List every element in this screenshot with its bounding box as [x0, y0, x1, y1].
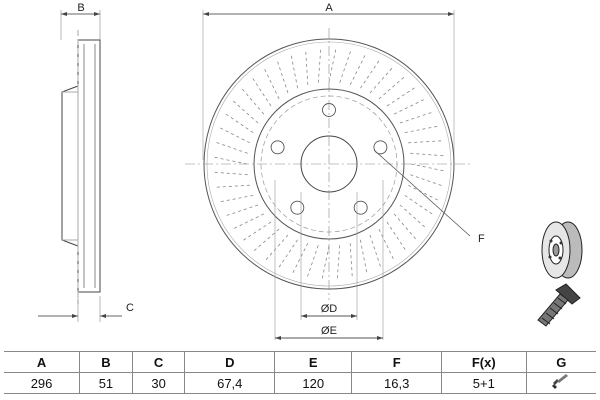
header-c: C — [131, 351, 185, 373]
vent-slot — [408, 140, 443, 144]
vent-slot — [251, 76, 272, 107]
vent-slot — [317, 48, 322, 83]
vent-slot — [393, 98, 426, 115]
vent-slot — [410, 152, 445, 157]
spec-value-row: 296 51 30 67,4 120 16,3 5+1 — [4, 372, 596, 394]
vent-slot — [336, 245, 341, 280]
vent-slot — [290, 54, 298, 89]
dim-label-b: B — [77, 2, 84, 14]
vent-slot — [225, 204, 259, 217]
bolt-hole — [270, 140, 285, 155]
value-b: 51 — [79, 372, 133, 394]
vent-slot — [321, 245, 330, 280]
value-c: 30 — [131, 372, 185, 394]
vent-slot — [213, 156, 248, 165]
technical-drawing: B C A — [38, 2, 583, 340]
spec-table: A B C D E F F(x) G 296 51 30 67,4 120 16… — [4, 351, 596, 394]
vent-slot — [231, 99, 259, 124]
vent-slot — [378, 228, 395, 261]
header-a: A — [4, 351, 80, 373]
vent-slot — [393, 213, 417, 241]
vent-slot — [219, 195, 254, 203]
vent-slot — [241, 221, 272, 242]
vent-slot — [276, 60, 289, 94]
screw-icon — [552, 373, 569, 389]
vent-slot — [360, 239, 368, 274]
dim-label-e: ØE — [321, 325, 337, 337]
screw-icon — [537, 283, 581, 327]
value-g — [525, 372, 596, 394]
side-view — [38, 10, 122, 322]
header-e: E — [274, 351, 352, 373]
vent-slot — [360, 59, 381, 89]
vent-slot — [404, 125, 439, 133]
vent-slot — [386, 221, 407, 252]
vent-slot — [306, 245, 319, 279]
vent-slot — [378, 76, 406, 100]
vent-slot — [369, 234, 382, 268]
header-d: D — [184, 351, 275, 373]
vent-slot — [410, 174, 444, 187]
vent-slot — [399, 111, 433, 124]
vent-slot — [349, 243, 353, 278]
vent-slot — [291, 243, 309, 275]
vent-slot — [328, 48, 337, 83]
vent-slot — [410, 163, 445, 172]
front-view — [185, 10, 471, 340]
vent-slot — [213, 171, 248, 176]
vent-slot — [305, 50, 309, 85]
vent-slot — [232, 213, 265, 230]
bolt-hole — [353, 200, 368, 215]
vent-slot — [408, 184, 440, 202]
dim-label-d: ØD — [321, 303, 338, 315]
vent-slot — [349, 53, 367, 85]
brake-disc-icon — [541, 221, 583, 279]
value-e: 120 — [274, 372, 352, 394]
vent-slot — [241, 87, 265, 115]
value-fx: 5+1 — [440, 372, 527, 394]
vent-slot — [277, 239, 298, 269]
header-g: G — [525, 351, 596, 373]
vent-slot — [339, 49, 352, 83]
dim-label-f: F — [478, 233, 485, 245]
bolt-hole — [373, 140, 388, 155]
header-f: F — [351, 351, 442, 373]
header-fx: F(x) — [440, 351, 527, 373]
vent-slot — [214, 141, 248, 154]
vent-slot — [369, 66, 394, 94]
value-f: 16,3 — [351, 372, 442, 394]
header-b: B — [79, 351, 133, 373]
value-d: 67,4 — [184, 372, 275, 394]
vent-slot — [264, 234, 289, 262]
dim-label-a: A — [325, 2, 333, 14]
vent-slot — [218, 126, 250, 144]
dim-label-c: C — [126, 302, 134, 314]
vent-slot — [224, 112, 254, 133]
vent-slot — [386, 86, 417, 107]
vent-slot — [263, 67, 280, 100]
bolt-hole — [290, 200, 305, 215]
value-a: 296 — [4, 372, 80, 394]
vent-slot — [399, 204, 427, 229]
vent-slot — [215, 184, 250, 188]
vent-slot — [404, 195, 434, 216]
spec-header-row: A B C D E F F(x) G — [4, 351, 596, 373]
